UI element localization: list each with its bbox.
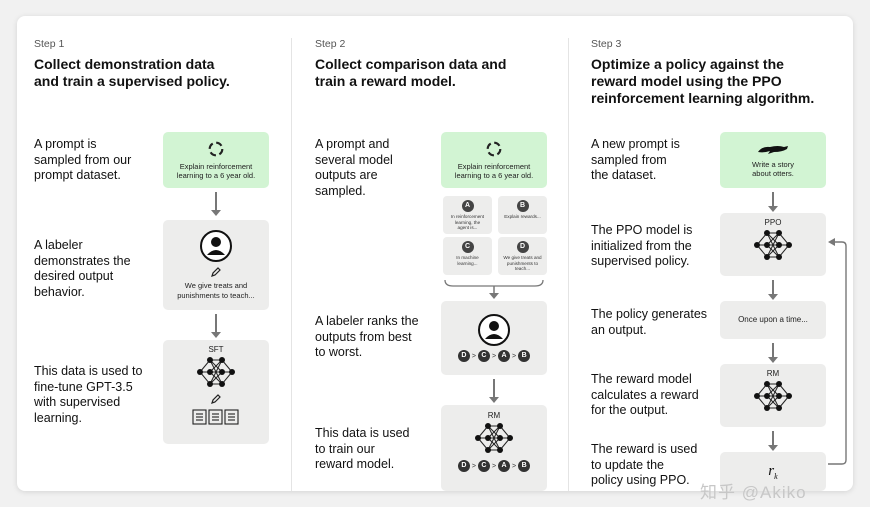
step-1-arrow-1 xyxy=(211,192,221,216)
step-3-rm-box: RM xyxy=(720,364,826,427)
step-1-arrow-2 xyxy=(211,314,221,338)
otter-icon xyxy=(758,145,788,154)
documents-icon xyxy=(192,409,239,425)
ppo-label: PPO xyxy=(764,218,782,227)
rm-label: RM xyxy=(766,369,780,378)
step-3-ppo-box: PPO xyxy=(720,213,826,276)
step-2-merge-bracket xyxy=(444,279,544,299)
rm-label: RM xyxy=(487,411,501,420)
step-1-sft-box: SFT xyxy=(163,340,269,444)
neural-network-icon xyxy=(475,423,513,453)
reward-symbol: rk xyxy=(768,462,778,481)
neural-network-icon xyxy=(754,230,792,260)
labeler-person-icon xyxy=(200,230,232,262)
step-2-label: Step 2 xyxy=(315,38,346,50)
ranking-row: D> C> A> B xyxy=(457,350,531,362)
step-3-label: Step 3 xyxy=(591,38,622,50)
step-3-reward-box: rk xyxy=(720,452,826,491)
labeler-person-icon xyxy=(478,314,510,346)
column-divider-2 xyxy=(568,38,569,491)
cycle-icon xyxy=(486,141,502,156)
step-3-arrow-3 xyxy=(768,343,778,363)
cycle-icon xyxy=(208,141,224,156)
column-divider-1 xyxy=(291,38,292,491)
neural-network-icon xyxy=(197,357,235,387)
output-card-b: B Explain rewards... xyxy=(498,196,547,234)
watermark: 知乎 @Akiko xyxy=(700,483,807,502)
step-2-rm-box: RM D> C> A> B xyxy=(441,405,547,491)
step-3-arrow-4 xyxy=(768,431,778,451)
ranking-row-rm: D> C> A> B xyxy=(457,460,531,472)
feedback-loop-arrow xyxy=(828,238,847,465)
step-3-arrow-1 xyxy=(768,192,778,212)
step-2-ranking-box: D> C> A> B xyxy=(441,301,547,375)
pencil-icon xyxy=(211,394,221,404)
step-3-output-box: Once upon a time... xyxy=(720,301,826,339)
pencil-icon xyxy=(211,267,221,277)
neural-network-icon xyxy=(754,381,792,411)
step-3-arrow-2 xyxy=(768,280,778,300)
sft-label: SFT xyxy=(208,345,224,354)
step-2-arrow-1 xyxy=(489,379,499,403)
step-1-label: Step 1 xyxy=(34,38,65,50)
